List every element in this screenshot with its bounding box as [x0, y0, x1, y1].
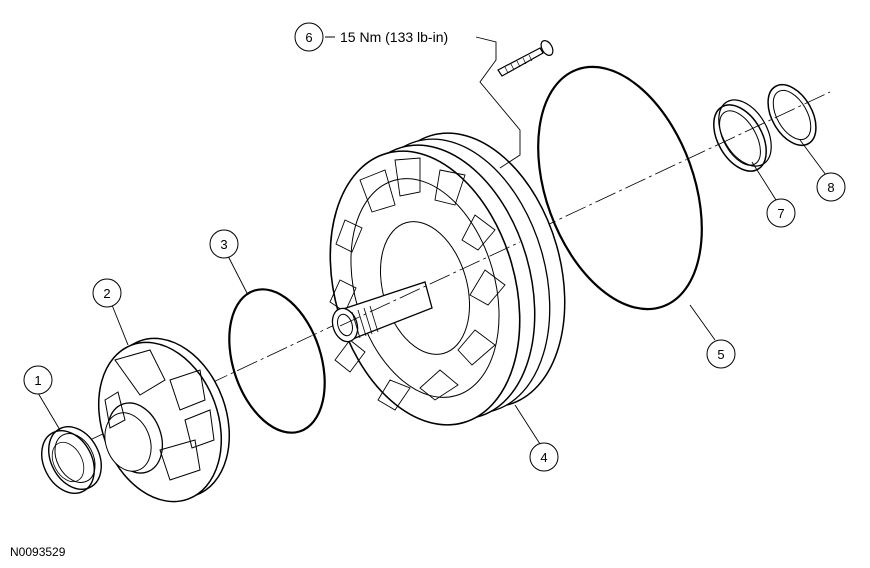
leader-1 [37, 392, 61, 431]
part-4-pump-body [300, 111, 595, 448]
callout-3: 3 [209, 229, 239, 259]
leader-8 [799, 139, 827, 176]
callout-2-label: 2 [103, 286, 110, 301]
part-8-ring [758, 76, 826, 153]
callout-3-label: 3 [220, 237, 227, 252]
callout-7-label: 7 [777, 206, 784, 221]
part-2-pump-housing [77, 321, 250, 519]
leader-3 [227, 255, 249, 296]
callout-8-label: 8 [827, 180, 834, 195]
part-5-large-o-ring [507, 44, 732, 331]
callout-2: 2 [92, 278, 122, 308]
leader-lines [37, 36, 827, 445]
callout-5: 5 [706, 339, 736, 369]
part-1-seal [31, 418, 111, 503]
leader-4 [514, 404, 541, 445]
torque-spec: 15 Nm (133 lb-in) [340, 29, 448, 45]
leader-7 [751, 161, 777, 201]
callout-6-label: 6 [305, 30, 312, 45]
callout-7: 7 [766, 198, 796, 228]
part-3-o-ring [212, 277, 341, 445]
figure-id: N0093529 [10, 545, 66, 559]
leader-6 [325, 36, 521, 169]
leader-5 [689, 304, 716, 341]
callout-1-label: 1 [34, 373, 41, 388]
leader-2 [111, 304, 129, 346]
callout-8: 8 [816, 172, 846, 202]
callout-4-label: 4 [540, 450, 547, 465]
part-6-bolt [498, 39, 555, 76]
callout-4: 4 [529, 442, 559, 472]
part-7-ring [703, 91, 782, 180]
callout-1: 1 [23, 365, 53, 395]
callout-5-label: 5 [717, 347, 724, 362]
callout-6: 6 [294, 22, 324, 52]
